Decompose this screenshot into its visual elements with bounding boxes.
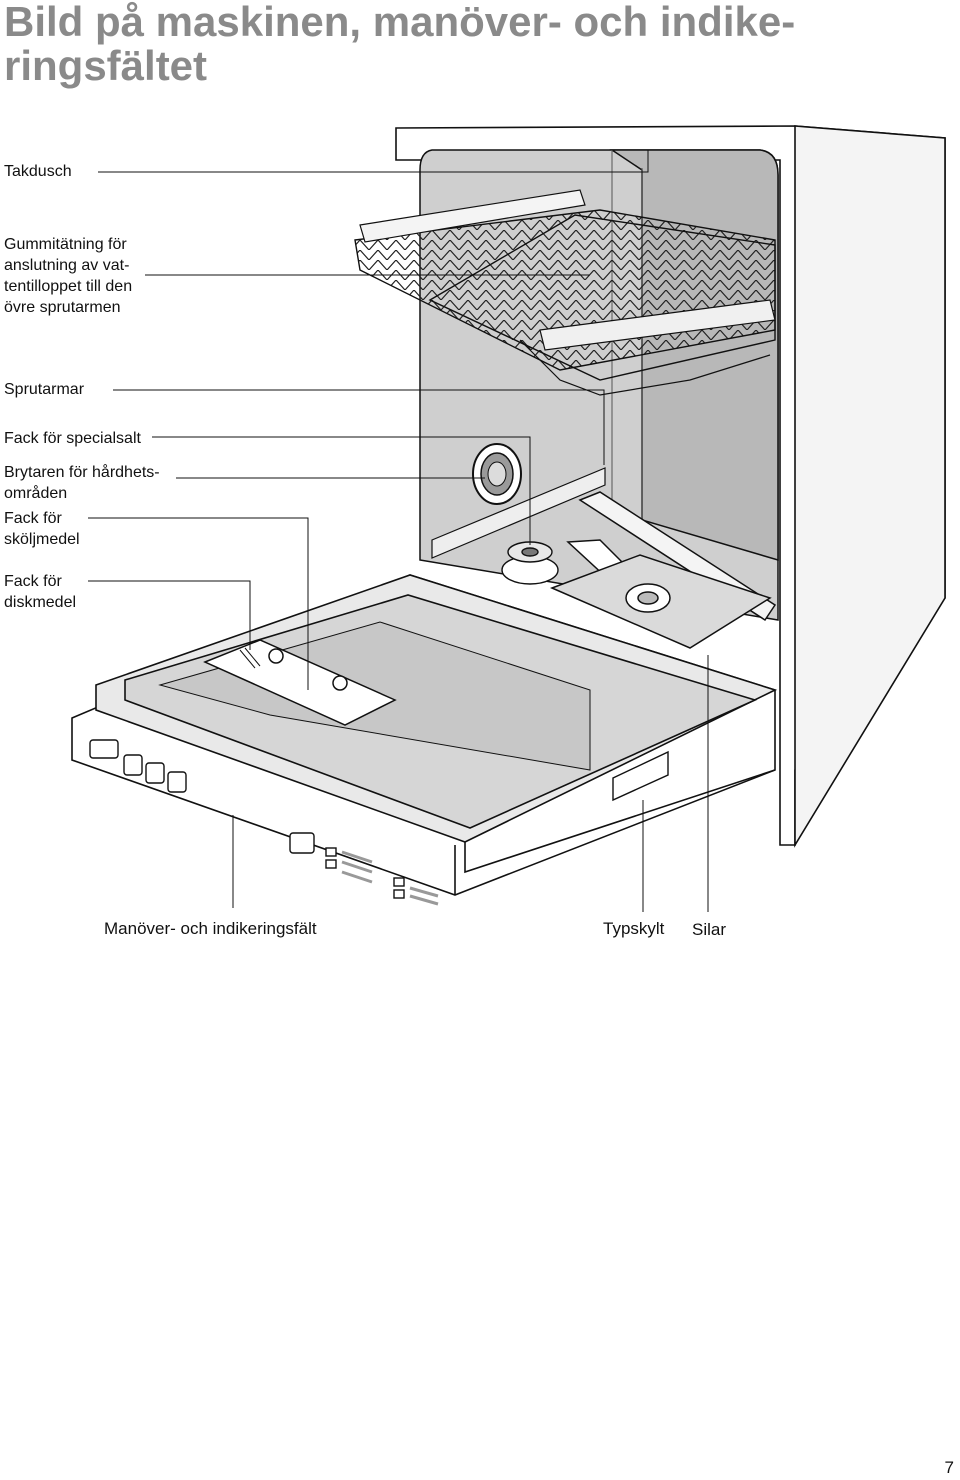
label-takdusch: Takdusch xyxy=(4,163,72,180)
label-sprutarmar: Sprutarmar xyxy=(4,381,85,398)
label-gummitatning: Gummitätning för anslutning av vat- tent… xyxy=(4,234,132,318)
page-title: Bild på maskinen, manöver- och indike- r… xyxy=(4,0,795,88)
upper-rack xyxy=(354,189,776,396)
label-fack-diskmedel: Fack för diskmedel xyxy=(4,571,76,613)
label-fack-diskmedel-line-2: diskmedel xyxy=(4,594,77,611)
label-brytaren: Brytaren för hårdhets- områden xyxy=(4,462,160,504)
label-gummitatning-line-1: Gummitätning för xyxy=(4,236,127,253)
label-gummitatning-line-4: övre sprutarmen xyxy=(4,299,121,316)
page-title-line-2: ringsfältet xyxy=(4,42,208,89)
label-fack-skoljmedel-line-2: sköljmedel xyxy=(4,531,80,548)
page-title-line-1: Bild på maskinen, manöver- och indike- xyxy=(4,0,796,45)
detergent-dispenser xyxy=(203,639,397,726)
label-silar: Silar xyxy=(692,920,727,939)
label-fack-diskmedel-line-1: Fack för xyxy=(4,573,62,590)
rating-plate xyxy=(612,750,669,802)
label-brytaren-line-2: områden xyxy=(4,485,68,502)
leader-lines xyxy=(88,150,709,912)
label-typskylt: Typskylt xyxy=(603,919,665,938)
filter-tray xyxy=(550,554,772,649)
page-number: 7 xyxy=(944,1458,954,1477)
label-fack-skoljmedel: Fack för sköljmedel xyxy=(4,508,80,550)
label-fack-specialsalt: Fack för specialsalt xyxy=(4,430,141,447)
salt-container-cap xyxy=(501,541,559,585)
water-inlet-ring xyxy=(472,443,522,505)
label-gummitatning-line-2: anslutning av vat- xyxy=(4,257,130,274)
label-manover: Manöver- och indikeringsfält xyxy=(104,919,317,938)
tub-rail xyxy=(431,467,606,559)
cabinet xyxy=(395,125,946,848)
control-panel xyxy=(89,739,439,906)
label-fack-skoljmedel-line-1: Fack för xyxy=(4,510,62,527)
label-brytaren-line-1: Brytaren för hårdhets- xyxy=(4,464,160,481)
label-gummitatning-line-3: tentilloppet till den xyxy=(4,278,133,295)
